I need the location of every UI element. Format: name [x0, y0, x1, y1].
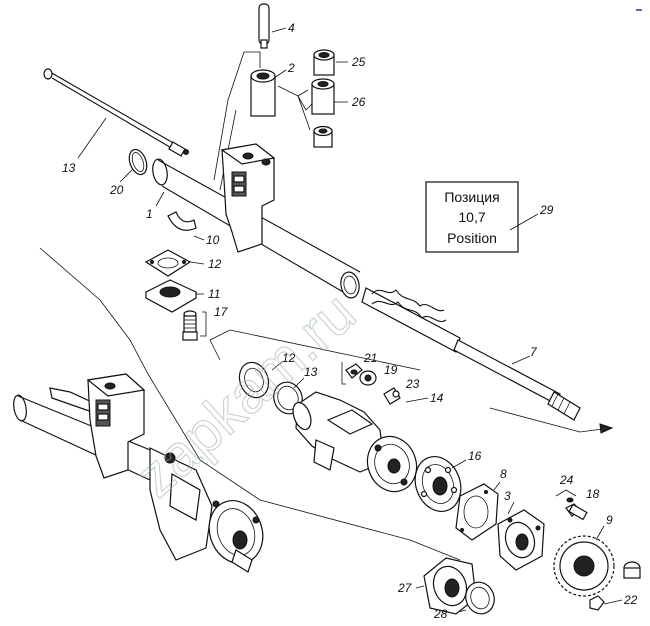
- shaft-13: [43, 68, 189, 157]
- label-28: 28: [433, 607, 448, 621]
- label-24: 24: [559, 473, 574, 487]
- label-1: 1: [146, 207, 153, 221]
- part-labels: 4 2 25 26 13 20 1 10 12 11 17 29 7 12 13…: [62, 21, 638, 621]
- callout-line-3: Position: [447, 230, 497, 246]
- gasket-12-upper: [144, 249, 192, 277]
- seal-12-lower: [238, 361, 270, 399]
- fitting-19: [359, 370, 377, 386]
- label-9: 9: [606, 513, 613, 527]
- watermark-text: zapkam.ru: [123, 280, 368, 509]
- cover-27: [423, 557, 477, 615]
- label-23: 23: [405, 377, 420, 391]
- ring-20: [128, 148, 148, 176]
- label-12-upper: 12: [208, 257, 222, 271]
- label-3: 3: [504, 489, 511, 503]
- label-10: 10: [206, 233, 220, 247]
- label-8: 8: [500, 467, 507, 481]
- sprocket-9: [553, 535, 615, 597]
- pin-4: [258, 3, 270, 49]
- fitting-21: [345, 363, 363, 379]
- half-ring-10: [167, 211, 197, 231]
- label-2: 2: [287, 61, 295, 75]
- bracket-upper: [220, 143, 276, 253]
- label-16: 16: [468, 449, 482, 463]
- callout-line-1: Позиция: [444, 189, 499, 205]
- bushing-small: [313, 125, 333, 148]
- label-13-lower: 13: [304, 365, 318, 379]
- label-20: 20: [109, 183, 124, 197]
- bearing-16: [414, 456, 462, 512]
- label-11: 11: [208, 287, 220, 301]
- cap-22: [589, 561, 641, 611]
- seal-28: [465, 581, 495, 615]
- label-4: 4: [288, 21, 295, 35]
- label-19: 19: [384, 363, 398, 377]
- tube-1: [152, 158, 361, 299]
- label-29: 29: [539, 203, 554, 217]
- label-7: 7: [530, 345, 538, 359]
- label-17: 17: [214, 305, 229, 319]
- label-12-lower: 12: [282, 351, 296, 365]
- flange-11: [144, 279, 198, 313]
- label-26: 26: [351, 95, 366, 109]
- leader-lines: [77, 27, 623, 613]
- label-13-upper: 13: [62, 161, 76, 175]
- callout-box-29: Позиция 10,7 Position: [425, 181, 519, 253]
- gasket-8: [455, 483, 499, 541]
- housing-14: [292, 391, 418, 493]
- callout-line-2: 10,7: [458, 209, 485, 225]
- label-21: 21: [363, 351, 377, 365]
- fitting-23: [383, 387, 401, 405]
- label-27: 27: [397, 581, 413, 595]
- bolt-18: [565, 497, 588, 521]
- bushing-25: [313, 49, 335, 76]
- worm-shaft-7: [361, 287, 581, 421]
- bushing-26: [311, 78, 335, 115]
- label-18: 18: [586, 487, 600, 501]
- label-14: 14: [430, 391, 444, 405]
- label-25: 25: [351, 55, 366, 69]
- assembly-housing: [13, 373, 264, 573]
- bolt-17: [182, 310, 198, 341]
- cover-3: [497, 509, 545, 571]
- bushing-2: [250, 69, 276, 117]
- label-22: 22: [623, 593, 638, 607]
